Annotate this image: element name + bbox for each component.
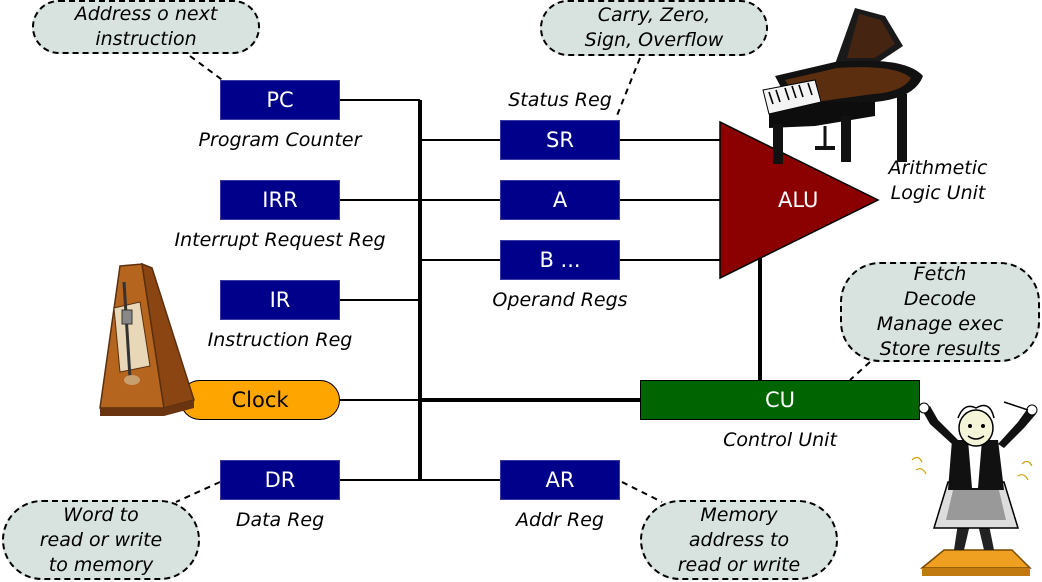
bubble-line: Fetch: [913, 263, 967, 285]
bubble-line: Word to: [63, 503, 139, 526]
metronome-icon: [99, 262, 195, 416]
dr-caption: Data Reg: [235, 509, 325, 531]
cu-caption: Control Unit: [723, 429, 837, 451]
sr-register: SR: [500, 120, 620, 160]
ar-note-bubble: Memory address to read or write: [640, 500, 838, 580]
sr-caption: Status Reg: [508, 89, 612, 111]
bubble-line: read or write: [677, 553, 801, 576]
cu-note-bubble: Fetch Decode Manage exec Store results: [840, 262, 1040, 362]
bubble-line: Carry, Zero,: [597, 4, 711, 26]
bubble-line: Manage exec: [876, 313, 1004, 335]
b-register: B ...: [500, 240, 620, 280]
alu-triangle: [719, 120, 880, 280]
grand-piano-icon: [762, 8, 923, 164]
bubble-line: Decode: [903, 288, 977, 310]
bubble-line: instruction: [95, 28, 197, 50]
pc-register: PC: [220, 80, 340, 120]
conductor-icon: [911, 401, 1038, 576]
alu-caption: Arithmetic Logic Unit: [878, 156, 998, 206]
bubble-line: to memory: [48, 553, 154, 576]
a-register: A: [500, 180, 620, 220]
operand-caption: Operand Regs: [492, 289, 628, 311]
bubble-line: Sign, Overflow: [584, 29, 724, 51]
irr-caption: Interrupt Request Reg: [174, 229, 386, 251]
irr-register: IRR: [220, 180, 340, 220]
pc-note-bubble: Address o next instruction: [32, 0, 260, 54]
cu-block: CU: [640, 380, 920, 420]
alu-caption-line2: Logic Unit: [890, 182, 986, 204]
bubble-line: Memory: [700, 503, 778, 526]
alu-label: ALU: [778, 188, 819, 212]
clock-block: Clock: [180, 380, 340, 420]
pc-caption: Program Counter: [198, 129, 362, 151]
ir-register: IR: [220, 280, 340, 320]
alu-caption-line1: Arithmetic: [888, 157, 988, 179]
sr-note-bubble: Carry, Zero, Sign, Overflow: [540, 0, 768, 56]
bubble-line: address to: [688, 528, 790, 551]
ar-register: AR: [500, 460, 620, 500]
dr-register: DR: [220, 460, 340, 500]
bubble-line: read or write: [39, 528, 163, 551]
ir-caption: Instruction Reg: [207, 329, 353, 351]
dr-note-bubble: Word to read or write to memory: [2, 500, 200, 580]
ar-caption: Addr Reg: [516, 509, 604, 531]
bubble-line: Address o next: [74, 3, 218, 25]
bubble-line: Store results: [879, 338, 1001, 360]
